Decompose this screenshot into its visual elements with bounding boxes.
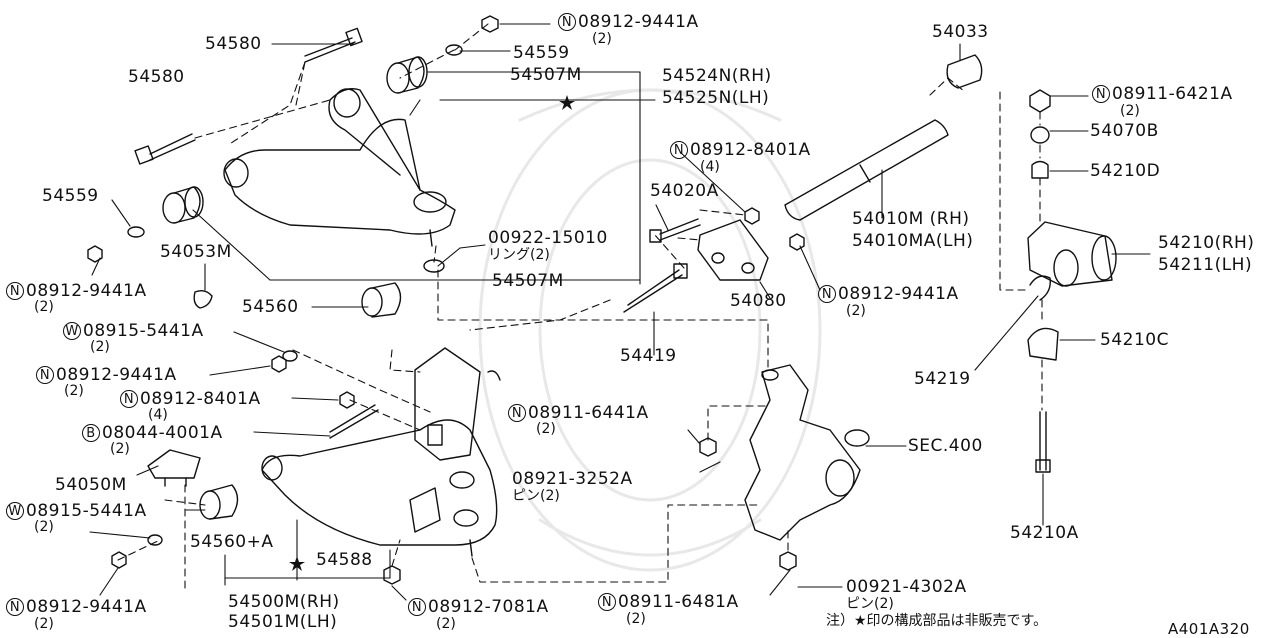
compression-rod: [784, 119, 949, 221]
label-ring-number: 00922-15010: [488, 228, 608, 248]
lower-control-arm: [261, 419, 498, 557]
assembly-dashed-lines: [117, 23, 1043, 591]
label-54219: 54219: [914, 369, 971, 389]
label-54211-lh: 54211(LH): [1158, 255, 1253, 275]
label-54580-left: 54580: [128, 67, 185, 87]
upper-bushing-top: [386, 56, 428, 94]
fastener-qty: (2): [436, 616, 456, 632]
bolt-54210a: [1035, 411, 1051, 473]
label-54580-top: 54580: [205, 34, 262, 54]
fastener-qty: (2): [626, 611, 646, 627]
bracket-54080: [697, 219, 769, 281]
washer-left: [127, 226, 145, 238]
label-pin1-number: 08921-3252A: [512, 469, 633, 489]
label-section-ref: SEC.400: [908, 436, 983, 456]
label-pin2-number: 00921-4302A: [846, 577, 967, 597]
fastener-qty: (2): [64, 383, 84, 399]
fastener-qty: (4): [700, 159, 720, 175]
fastener-qty: (4): [148, 407, 168, 423]
label-54560: 54560: [242, 297, 299, 317]
label-54010ma: 54010MA(LH): [852, 231, 974, 251]
upper-control-arm: [223, 88, 456, 247]
bolt-54419: [623, 263, 688, 313]
nuts-rod: [744, 207, 805, 251]
label-54525n: 54525N(LH): [662, 88, 770, 108]
fastener-qty: (2): [536, 421, 556, 437]
nut-left: [87, 245, 103, 263]
leader-lines: [89, 23, 1151, 601]
label-54559-left: 54559: [42, 186, 99, 206]
fastener-qty: (2): [1120, 103, 1140, 119]
nut-top: [481, 15, 499, 33]
bolt-54580-left: [134, 133, 196, 165]
watermark: [478, 88, 822, 572]
label-54560a: 54560+A: [190, 532, 274, 552]
label-54588: 54588: [316, 550, 373, 570]
label-54559-top: 54559: [513, 43, 570, 63]
label-54210d: 54210D: [1090, 161, 1161, 181]
steering-knuckle: [744, 364, 870, 541]
washer-top: [445, 44, 463, 56]
bolt-54580-top: [304, 27, 363, 63]
label-54500m: 54500M(RH): [228, 592, 340, 612]
label-pin1-jp: ピン(2): [512, 488, 560, 504]
label-54070b: 54070B: [1090, 121, 1159, 141]
star-marks: [289, 95, 575, 571]
lower-bracket: [414, 347, 501, 461]
fastener-qty: (2): [90, 339, 110, 355]
label-54050m: 54050M: [55, 475, 127, 495]
label-54507m-bottom: 54507M: [492, 271, 564, 291]
label-54507m-top: 54507M: [510, 65, 582, 85]
bushing-54210c: [1027, 327, 1059, 361]
dust-cover: [193, 289, 213, 309]
lower-bushing-54560: [361, 282, 402, 318]
clip-54219: [1029, 275, 1051, 301]
label-54524n: 54524N(RH): [662, 66, 772, 86]
label-ring-jp: リング(2): [488, 247, 550, 263]
fastener-qty: (2): [34, 299, 54, 315]
label-54419: 54419: [620, 346, 677, 366]
label-54033: 54033: [932, 22, 989, 42]
knuckle-nuts: [699, 437, 797, 571]
fastener-qty: (2): [34, 616, 54, 632]
cap-54033: [946, 54, 983, 89]
label-54210a: 54210A: [1010, 523, 1079, 543]
label-pin2-jp: ピン(2): [846, 596, 894, 612]
label-54020a: 54020A: [650, 181, 719, 201]
fastener-qty: (2): [846, 303, 866, 319]
label-54010m: 54010M (RH): [852, 209, 970, 229]
stabilizer-bushing-54210: [1027, 221, 1117, 287]
lower-bushing-54560a: [199, 484, 239, 520]
fastener-qty: (2): [34, 519, 54, 535]
bolt-54020a: [649, 218, 701, 243]
label-54053m: 54053M: [160, 242, 232, 262]
diagram-id: A401A320: [1168, 620, 1250, 638]
label-54210-rh: 54210(RH): [1158, 233, 1255, 253]
label-54080: 54080: [730, 291, 787, 311]
fastener-qty: (2): [592, 31, 612, 47]
label-54210c: 54210C: [1100, 330, 1169, 350]
label-54501m: 54501M(LH): [228, 612, 338, 632]
fastener-qty: (2): [110, 441, 130, 457]
bumper-54050m: [147, 449, 201, 487]
upper-bushing-left: [162, 186, 204, 224]
stabilizer-nuts: [1029, 89, 1051, 179]
footnote: 注）★印の構成部品は非販売です。: [826, 613, 1048, 629]
bolt-lower: [329, 404, 379, 439]
